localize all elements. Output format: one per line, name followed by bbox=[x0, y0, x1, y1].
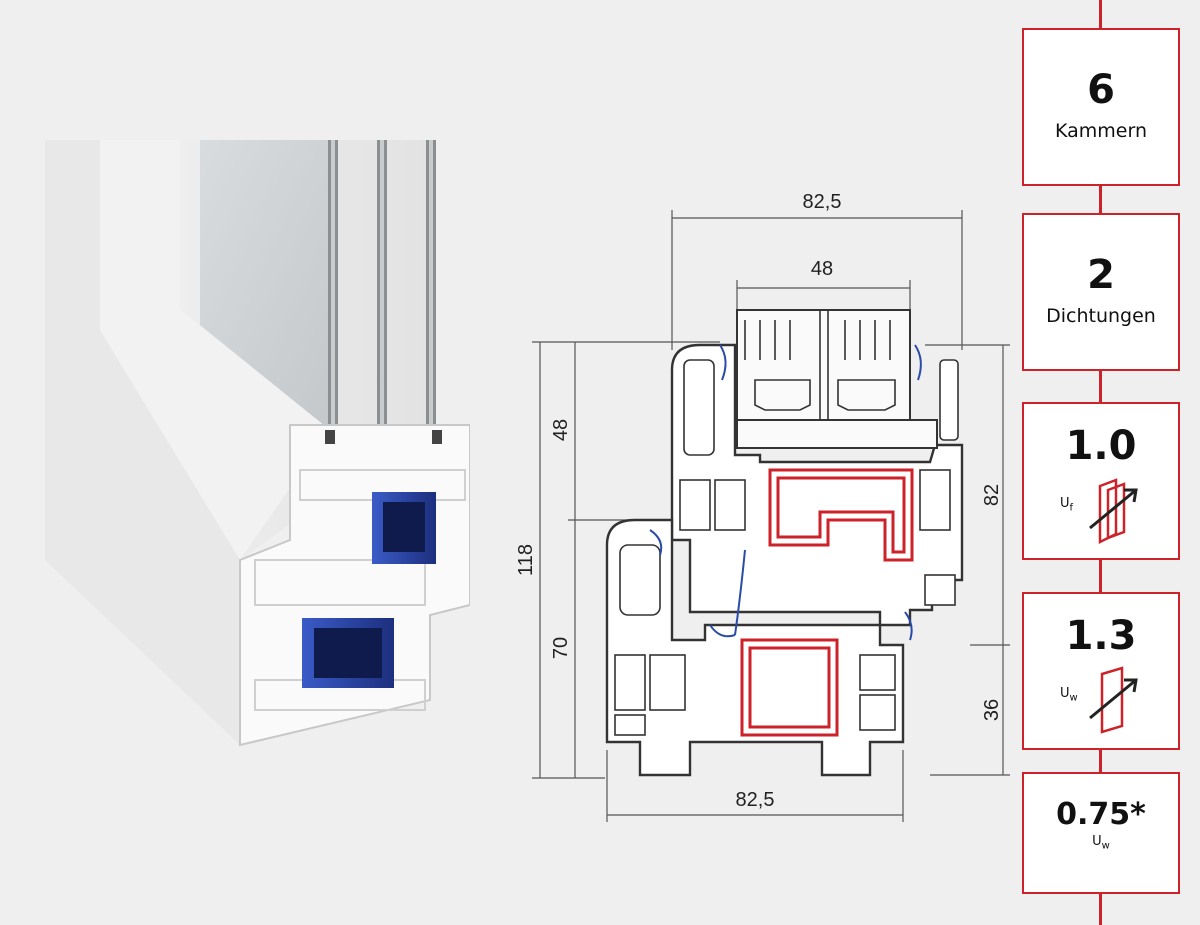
dim-top-width: 82,5 bbox=[803, 191, 842, 213]
spec-value: 0.75* bbox=[1056, 797, 1146, 832]
spec-unit: Uw bbox=[1092, 834, 1110, 852]
spec-value: 1.3 bbox=[1065, 613, 1137, 659]
window-frame-icon bbox=[1089, 478, 1138, 545]
spec-card-uf: 1.0 Uf bbox=[1022, 402, 1180, 560]
spec-card-seals: 2 Dichtungen bbox=[1022, 213, 1180, 371]
window-icon bbox=[1089, 666, 1138, 734]
spec-value: 2 bbox=[1087, 252, 1115, 298]
spec-label: Kammern bbox=[1055, 120, 1147, 142]
spec-value: 6 bbox=[1087, 67, 1115, 113]
spec-unit: Uf bbox=[1060, 496, 1074, 514]
spec-unit: Uw bbox=[1060, 686, 1078, 704]
spec-card-chambers: 6 Kammern bbox=[1022, 28, 1180, 186]
dim-frame-height: 70 bbox=[550, 637, 572, 659]
spec-card-uw: 1.3 Uw bbox=[1022, 592, 1180, 750]
spec-card-uw-optional: 0.75* Uw bbox=[1022, 772, 1180, 894]
dim-right-height: 82 bbox=[981, 484, 1003, 506]
spec-label: Dichtungen bbox=[1046, 305, 1156, 327]
spec-value: 1.0 bbox=[1065, 423, 1137, 469]
dim-right-lower-height: 36 bbox=[981, 699, 1003, 721]
dim-total-height: 118 bbox=[515, 544, 537, 576]
dim-bottom-width: 82,5 bbox=[736, 789, 775, 811]
window-profile-photo bbox=[45, 140, 470, 747]
profile-cross-section-drawing: 82,5 48 48 118 70 82 36 82,5 bbox=[515, 191, 1010, 822]
dim-glazing-width: 48 bbox=[811, 258, 833, 280]
dim-sash-height: 48 bbox=[550, 419, 572, 441]
